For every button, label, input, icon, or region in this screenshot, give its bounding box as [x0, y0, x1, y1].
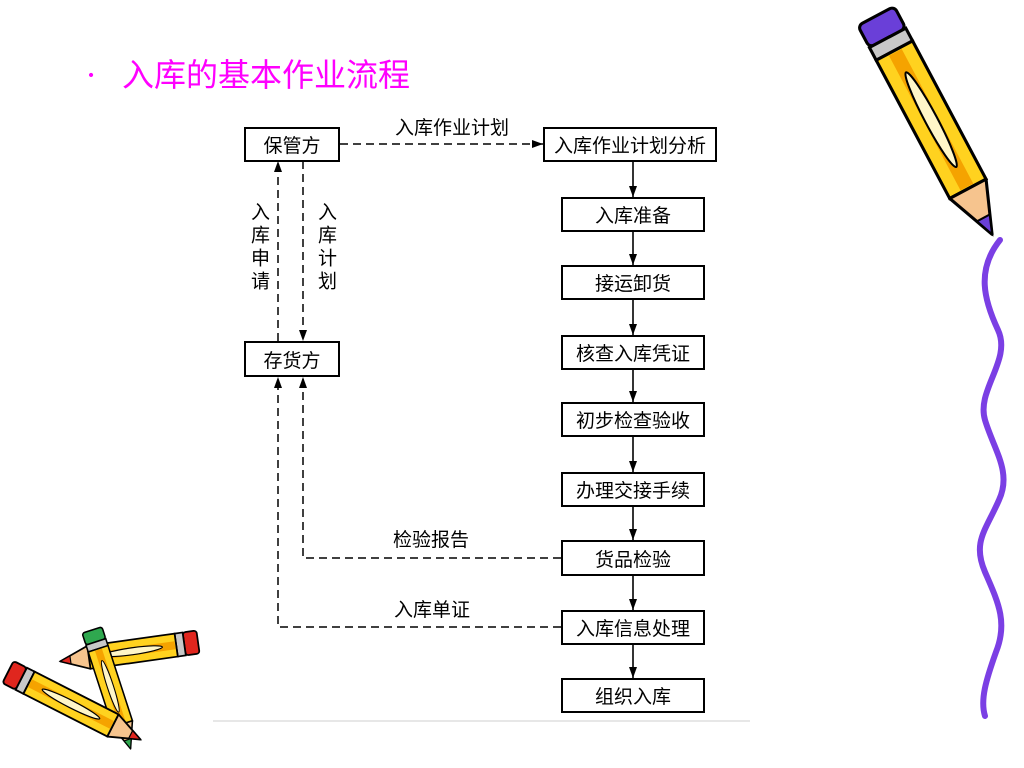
step-4: 核查入库凭证 [561, 335, 705, 370]
pencil-lead [123, 737, 132, 751]
step-6: 办理交接手续 [561, 472, 705, 507]
node-keeper: 保管方 [244, 127, 340, 162]
edge-label-inspection-to-depositor: 检验报告 [393, 529, 470, 551]
step-9-label: 组织入库 [594, 686, 671, 708]
wavy-line [976, 237, 1007, 719]
node-keeper-label: 保管方 [263, 135, 321, 157]
pencil-highlight [904, 71, 958, 169]
arrow-info-to-depositor [274, 377, 561, 628]
node-depositor: 存货方 [244, 341, 340, 377]
slide-title: 入库的基本作业流程 [122, 56, 411, 94]
step-4-label: 核查入库凭证 [575, 343, 690, 365]
pencil-bottom-left-icon-1 [2, 661, 143, 741]
step-3: 接运卸货 [561, 265, 705, 300]
pencil-bottom-left-icon-3 [58, 630, 201, 670]
step-6-label: 办理交接手续 [575, 480, 690, 502]
step-7: 货品检验 [561, 540, 705, 576]
edge-label-depositor-to-keeper: 入库申请 [248, 202, 270, 294]
pencil-highlight [100, 660, 120, 713]
step-1: 入库作业计划分析 [543, 127, 717, 162]
node-depositor-label: 存货方 [263, 349, 321, 372]
pencil-lead [975, 212, 994, 237]
step-8-label: 入库信息处理 [575, 618, 690, 640]
pencil-top-right-icon [858, 6, 994, 237]
step-2-label: 入库准备 [594, 205, 671, 227]
step-1-label: 入库作业计划分析 [553, 135, 706, 157]
step-5: 初步检查验收 [561, 402, 705, 437]
title-bullet: · [86, 56, 97, 94]
flow-connectors [274, 140, 637, 678]
step-8: 入库信息处理 [561, 610, 705, 645]
step-7-label: 货品检验 [594, 548, 671, 571]
pencil-lead [58, 654, 72, 665]
edge-label-keeper-to-depositor: 入库计划 [315, 202, 337, 294]
pencil-lead [127, 729, 143, 741]
pencil-highlight [41, 688, 101, 720]
pencil-bottom-left-icon-2 [82, 626, 134, 751]
arrow-inspection-to-depositor [299, 377, 561, 559]
step-9: 组织入库 [561, 678, 705, 713]
step-5-label: 初步检查验收 [575, 410, 690, 432]
step-2: 入库准备 [561, 197, 705, 232]
step-3-label: 接运卸货 [594, 273, 671, 295]
edge-label-info-to-depositor: 入库单证 [394, 599, 471, 621]
edge-label-keeper-to-analysis: 入库作业计划 [395, 117, 510, 139]
